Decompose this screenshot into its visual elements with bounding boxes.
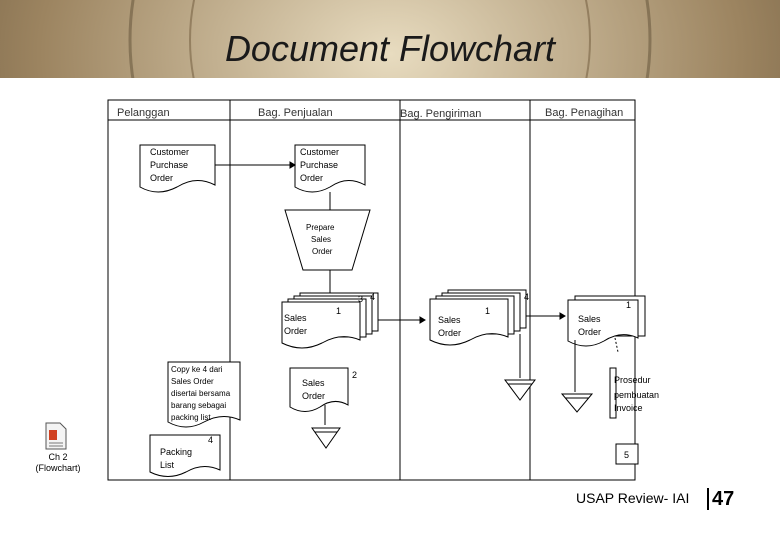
cpo-left-line1: Customer — [150, 146, 189, 159]
so-ship-line1: Sales — [438, 314, 461, 327]
cpo-sales-line1: Customer — [300, 146, 339, 159]
so-sales2-line1: Sales — [302, 377, 325, 390]
invoice-line1: Prosedur — [614, 374, 651, 387]
lane-header-penjualan: Bag. Penjualan — [258, 107, 333, 119]
arrowhead-ship — [420, 317, 425, 323]
flow-line-bill-down — [615, 338, 618, 352]
arrowhead-cpo — [290, 162, 295, 168]
so-bill-num-1: 1 — [626, 300, 631, 310]
cpo-sales-line2: Purchase — [300, 159, 338, 172]
so-ship-num-1: 1 — [485, 306, 490, 316]
connector-5-label: 5 — [624, 450, 629, 460]
cpo-left-line2: Purchase — [150, 159, 188, 172]
invoice-line2: pembuatan — [614, 389, 659, 402]
file-subname: (Flowchart) — [30, 463, 86, 474]
lane-header-pelanggan: Pelanggan — [117, 107, 170, 119]
so-sales2-num: 2 — [352, 370, 357, 380]
so-sales-num-3: 3 — [358, 294, 363, 304]
copy4-line5: packing list — [171, 411, 211, 424]
arrowhead-bill — [560, 313, 565, 319]
so-bill-line1: Sales — [578, 313, 601, 326]
file-icon-caption[interactable]: Ch 2 (Flowchart) — [30, 452, 86, 474]
cpo-left-line3: Order — [150, 172, 173, 185]
cpo-sales-line3: Order — [300, 172, 323, 185]
file-sales — [312, 428, 340, 448]
so-sales-line1: Sales — [284, 312, 307, 325]
so-ship-line2: Order — [438, 327, 461, 340]
so-sales-line2: Order — [284, 325, 307, 338]
file-name: Ch 2 — [30, 452, 86, 463]
lane-header-pengiriman: Bag. Pengiriman — [400, 108, 481, 120]
file-bill — [562, 394, 592, 412]
lane-header-penagihan: Bag. Penagihan — [545, 107, 623, 119]
page-number: 47 — [707, 488, 734, 510]
so-sales2-line2: Order — [302, 390, 325, 403]
so-ship-num-4: 4 — [524, 292, 529, 302]
so-bill-line2: Order — [578, 326, 601, 339]
document-file-icon[interactable] — [44, 422, 68, 450]
packing-line2: List — [160, 459, 174, 472]
packing-line1: Packing — [160, 446, 192, 459]
so-sales-num-4: 4 — [370, 292, 375, 302]
footer-text: USAP Review- IAI — [576, 490, 689, 506]
prepare-line3: Order — [312, 245, 332, 258]
so-sales-num-1: 1 — [336, 306, 341, 316]
packing-num: 4 — [208, 435, 213, 445]
invoice-line3: Invoice — [614, 402, 643, 415]
